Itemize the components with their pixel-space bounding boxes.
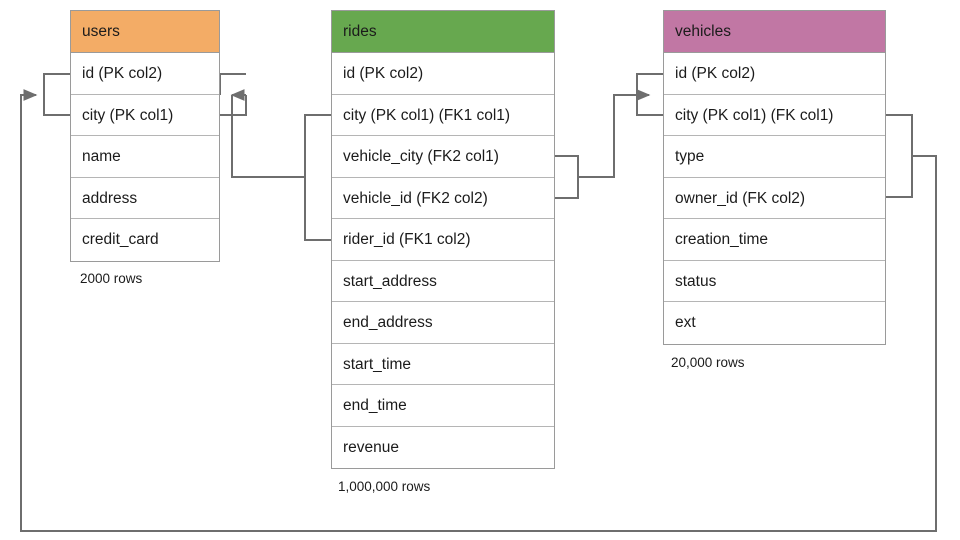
table-rides-title: rides [332, 11, 554, 53]
table-vehicles-column-creation-time[interactable]: creation_time [664, 219, 885, 261]
table-vehicles-column-city[interactable]: city (PK col1) (FK col1) [664, 95, 885, 136]
table-rides-row-count: 1,000,000 rows [338, 479, 431, 494]
table-users-column-id[interactable]: id (PK col2) [71, 53, 219, 95]
table-rides-column-vehicle-id[interactable]: vehicle_id (FK2 col2) [332, 178, 554, 219]
table-vehicles-column-owner-id[interactable]: owner_id (FK col2) [664, 178, 885, 219]
table-rides-column-end-address[interactable]: end_address [332, 302, 554, 344]
table-vehicles[interactable]: vehicles id (PK col2) city (PK col1) (FK… [663, 10, 886, 345]
table-rides-column-start-time[interactable]: start_time [332, 344, 554, 385]
connector-rides-rider-to-users [219, 73, 331, 241]
table-rides-column-vehicle-city[interactable]: vehicle_city (FK2 col1) [332, 136, 554, 178]
table-users-title: users [71, 11, 219, 53]
table-vehicles-column-status[interactable]: status [664, 261, 885, 302]
table-users-column-credit-card[interactable]: credit_card [82, 231, 159, 248]
table-users-column-city[interactable]: city (PK col1) [71, 95, 219, 136]
table-rides[interactable]: rides id (PK col2) city (PK col1) (FK1 c… [331, 10, 555, 469]
table-vehicles-row-count: 20,000 rows [671, 355, 745, 370]
table-rides-column-end-time[interactable]: end_time [332, 385, 554, 427]
table-rides-column-city[interactable]: city (PK col1) (FK1 col1) [332, 95, 554, 136]
table-rides-column-rider-id[interactable]: rider_id (FK1 col2) [332, 219, 554, 261]
table-users-column-address[interactable]: address [71, 178, 219, 219]
connector-rides-vehicle-to-vehicles [555, 73, 663, 199]
table-vehicles-column-type[interactable]: type [664, 136, 885, 178]
table-users-row-count: 2000 rows [80, 271, 143, 286]
table-vehicles-title: vehicles [664, 11, 885, 53]
table-vehicles-column-ext[interactable]: ext [675, 314, 696, 331]
table-vehicles-column-id[interactable]: id (PK col2) [664, 53, 885, 95]
table-rides-column-id[interactable]: id (PK col2) [332, 53, 554, 95]
table-rides-column-revenue[interactable]: revenue [343, 438, 400, 456]
table-users-column-name[interactable]: name [71, 136, 219, 178]
table-users[interactable]: users id (PK col2) city (PK col1) name a… [70, 10, 220, 262]
table-rides-column-start-address[interactable]: start_address [332, 261, 554, 302]
